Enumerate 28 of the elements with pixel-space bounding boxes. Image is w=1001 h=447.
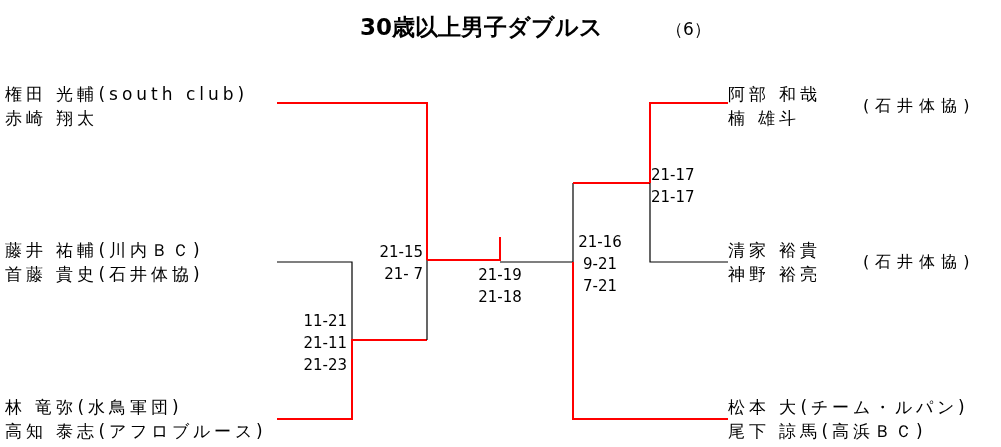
- game-score: 21-15: [379, 242, 423, 263]
- player-name: 神野 裕亮: [728, 263, 822, 286]
- game-score: 21-11: [303, 333, 347, 354]
- player-name: 高知 泰志(アフロブルース): [5, 420, 267, 443]
- game-score: 21-18: [478, 287, 522, 308]
- game-score: 21-19: [478, 265, 522, 286]
- player-name: 松本 大(チーム・ルパン): [728, 396, 969, 419]
- game-score: 21-23: [303, 355, 347, 376]
- event-number: （6）: [666, 18, 711, 40]
- game-score: 21- 7: [384, 264, 423, 285]
- game-score: 21-17: [651, 165, 695, 186]
- game-score: 11-21: [303, 311, 347, 332]
- player-name: 藤井 祐輔(川内ＢＣ): [5, 239, 204, 262]
- club-name: (石井体協): [863, 252, 976, 273]
- game-score: 9-21: [582, 254, 617, 275]
- player-name: 楠 雄斗: [728, 107, 802, 130]
- title: 30歳以上男子ダブルス: [360, 13, 603, 42]
- player-name: 首藤 貴史(石井体協): [5, 263, 204, 286]
- player-name: 林 竜弥(水鳥軍団): [5, 396, 184, 419]
- game-score: 21-16: [578, 232, 622, 253]
- player-name: 尾下 諒馬(高浜ＢＣ): [728, 420, 928, 443]
- game-score: 21-17: [651, 187, 695, 208]
- game-score: 7-21: [582, 276, 617, 297]
- club-name: (石井体協): [863, 96, 976, 117]
- player-name: 権田 光輔(south club): [5, 83, 249, 106]
- player-name: 阿部 和哉: [728, 83, 822, 106]
- player-name: 清家 裕貴: [728, 239, 822, 262]
- player-name: 赤崎 翔太: [5, 107, 100, 130]
